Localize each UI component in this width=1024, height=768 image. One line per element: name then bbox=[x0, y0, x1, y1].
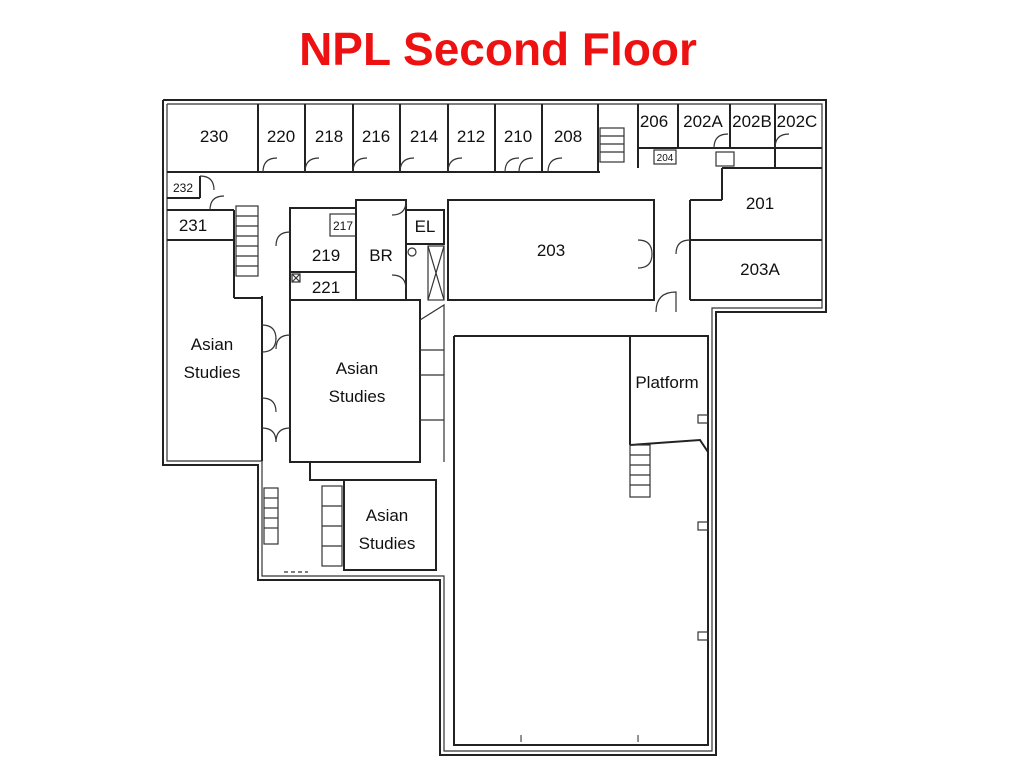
room-232: 232 bbox=[173, 181, 193, 195]
room-212: 212 bbox=[457, 127, 485, 146]
room-br: BR bbox=[369, 246, 393, 265]
room-219: 219 bbox=[312, 246, 340, 265]
room-204: 204 bbox=[657, 153, 674, 164]
room-203a: 203A bbox=[740, 260, 780, 279]
room-220: 220 bbox=[267, 127, 295, 146]
doors bbox=[199, 133, 790, 443]
marker-i-left: I bbox=[520, 734, 523, 745]
room-labels: 230 220 218 216 214 212 210 208 206 202A… bbox=[173, 112, 817, 745]
marker-i-right: I bbox=[637, 734, 640, 745]
room-202a: 202A bbox=[683, 112, 723, 131]
room-216: 216 bbox=[362, 127, 390, 146]
top-room-row bbox=[167, 104, 822, 201]
room-202c: 202C bbox=[777, 112, 818, 131]
left-column bbox=[167, 176, 263, 461]
asian-studies-center-line1: Asian bbox=[336, 359, 379, 378]
room-206: 206 bbox=[640, 112, 668, 131]
room-202b: 202B bbox=[732, 112, 772, 131]
asian-studies-bottom-line1: Asian bbox=[366, 506, 409, 525]
room-218: 218 bbox=[315, 127, 343, 146]
center-asian-block bbox=[263, 299, 445, 573]
platform-label: Platform bbox=[635, 373, 698, 392]
asian-studies-left-line1: Asian bbox=[191, 335, 234, 354]
room-el: EL bbox=[415, 217, 436, 236]
central-block bbox=[289, 199, 445, 301]
right-rooms bbox=[447, 199, 822, 313]
room-208: 208 bbox=[554, 127, 582, 146]
asian-studies-left-line2: Studies bbox=[184, 363, 241, 382]
room-214: 214 bbox=[410, 127, 438, 146]
room-201: 201 bbox=[746, 194, 774, 213]
room-221: 221 bbox=[312, 278, 340, 297]
room-231: 231 bbox=[179, 216, 207, 235]
page-title: NPL Second Floor bbox=[299, 23, 697, 75]
room-210: 210 bbox=[504, 127, 532, 146]
room-230: 230 bbox=[200, 127, 228, 146]
room-217: 217 bbox=[333, 219, 353, 233]
asian-studies-center-line2: Studies bbox=[329, 387, 386, 406]
asian-studies-bottom-line2: Studies bbox=[359, 534, 416, 553]
main-hall bbox=[453, 335, 709, 746]
room-203: 203 bbox=[537, 241, 565, 260]
